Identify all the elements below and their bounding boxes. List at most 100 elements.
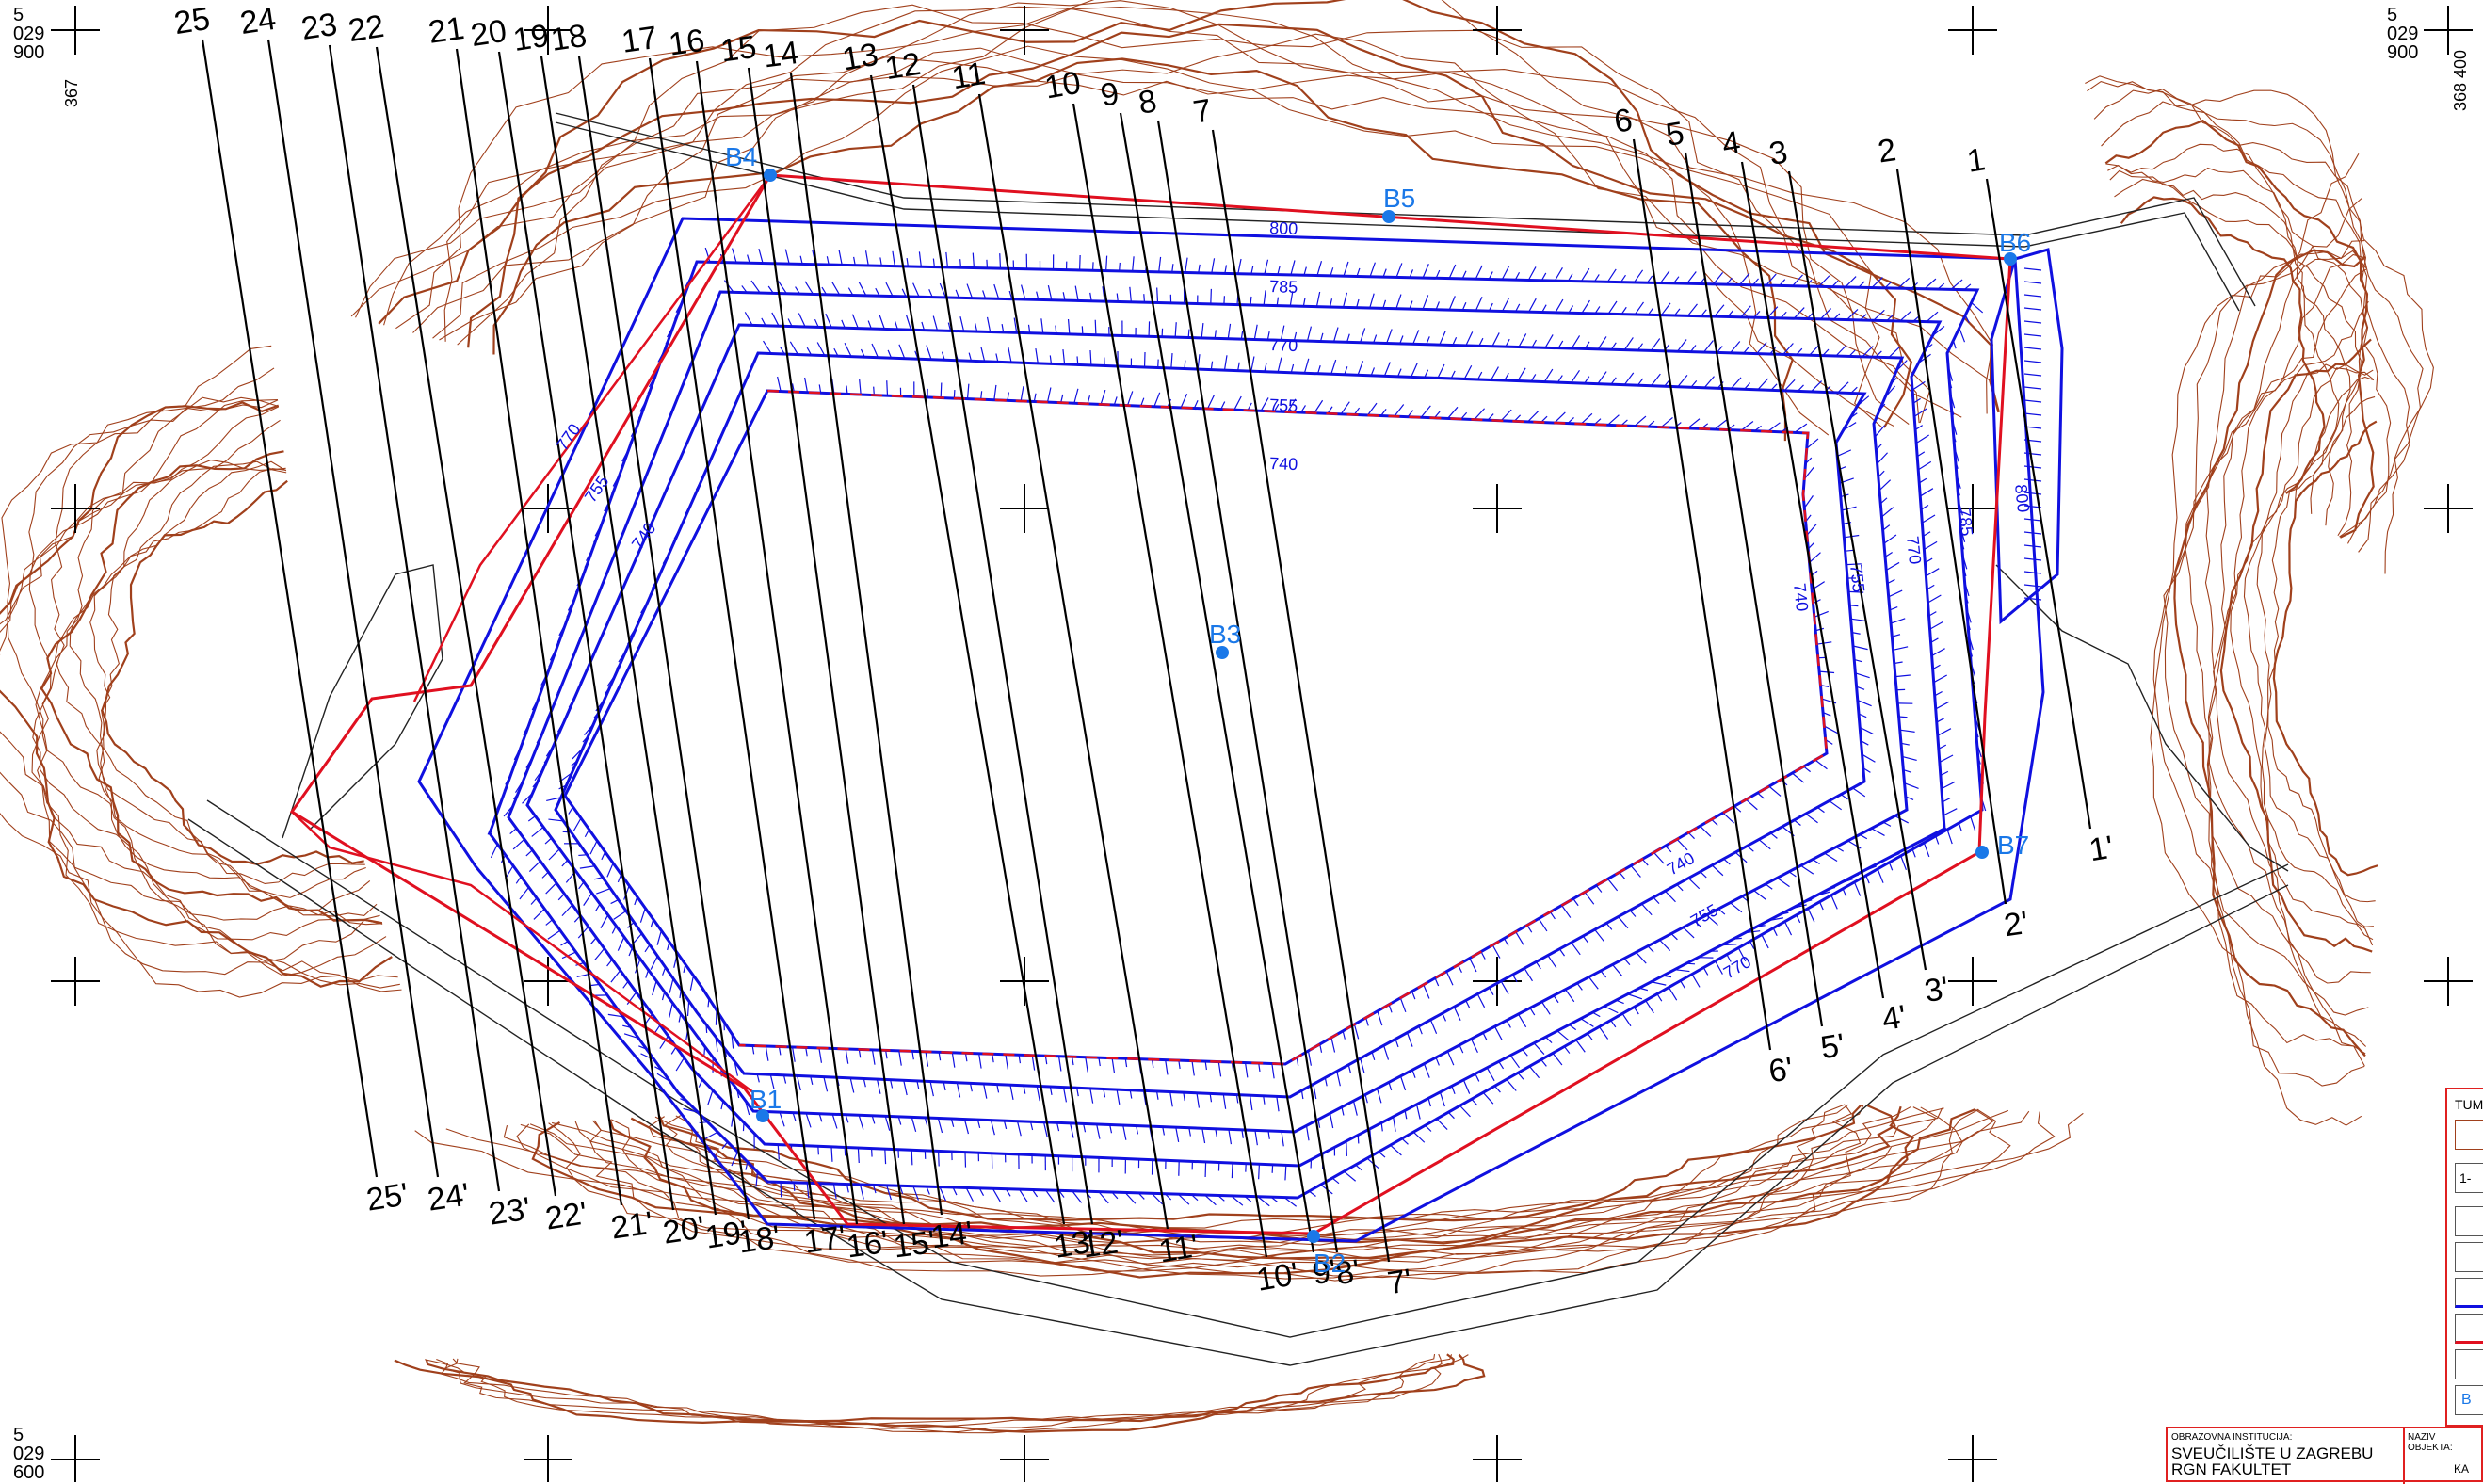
slope-hachure <box>1642 859 1648 865</box>
slope-hachure <box>1639 988 1648 990</box>
slope-hachure <box>1889 347 1900 357</box>
slope-hachure <box>1959 823 1961 831</box>
slope-hachure <box>1006 1055 1008 1070</box>
slope-hachure <box>1423 264 1428 278</box>
coord-line: 029 <box>13 24 44 43</box>
slope-hachure <box>1661 303 1670 315</box>
profile-line-14 <box>791 73 942 1215</box>
profile-start-label: 25 <box>171 1 212 41</box>
slope-hachure <box>1440 1092 1444 1106</box>
slope-hachure <box>1851 619 1866 621</box>
slope-hachure <box>669 978 673 993</box>
slope-hachure <box>2024 374 2041 376</box>
contour-line <box>33 407 382 940</box>
slope-hachure <box>1542 1002 1551 1014</box>
slope-hachure <box>1470 959 1476 972</box>
slope-hachure <box>778 1145 779 1160</box>
slope-hachure <box>1759 840 1770 849</box>
slope-hachure <box>1900 311 1911 321</box>
slope-hachure <box>1424 985 1429 999</box>
slope-hachure <box>1635 302 1643 315</box>
slope-hachure <box>1197 1093 1199 1108</box>
slope-hachure <box>1325 1077 1327 1086</box>
slope-hachure <box>919 251 921 266</box>
slope-hachure <box>913 283 920 298</box>
profile-end-label: 10' <box>1254 1256 1301 1298</box>
slope-hachure <box>1449 296 1455 310</box>
slope-hachure <box>1927 312 1938 321</box>
slope-hachure <box>1653 852 1664 863</box>
profile-start-label: 3 <box>1766 134 1790 172</box>
slope-hachure <box>1813 860 1820 864</box>
slope-hachure <box>2024 387 2041 389</box>
slope-hachure <box>1819 671 1834 672</box>
profile-start-label: 6 <box>1612 102 1635 139</box>
slope-hachure <box>968 384 969 399</box>
slope-hachure <box>973 253 974 268</box>
slope-hachure <box>1553 1053 1562 1065</box>
slope-hachure <box>858 1148 859 1163</box>
slope-hachure <box>1048 285 1052 300</box>
slope-hachure <box>1037 1086 1040 1101</box>
slope-hachure <box>1619 917 1628 928</box>
slope-hachure <box>680 990 681 998</box>
slope-hachure <box>1448 1112 1454 1118</box>
slope-hachure <box>596 889 610 894</box>
slope-hachure <box>1926 569 1939 576</box>
slope-hachure <box>1443 1013 1446 1021</box>
slope-hachure <box>1459 1045 1463 1053</box>
slope-hachure <box>1585 892 1594 904</box>
slope-hachure <box>529 861 540 871</box>
slope-hachure <box>1301 1090 1302 1099</box>
slope-hachure <box>563 831 572 832</box>
contour-line <box>2107 166 2361 526</box>
slope-hachure <box>1661 271 1669 283</box>
slope-hachure <box>859 1115 863 1129</box>
slope-hachure <box>1811 381 1821 392</box>
slope-hachure <box>1071 1123 1073 1138</box>
slope-hachure <box>832 1114 837 1128</box>
slope-hachure <box>1527 926 1532 933</box>
slope-hachure <box>618 937 624 951</box>
slope-hachure <box>1394 1117 1395 1132</box>
slope-hachure <box>595 948 605 960</box>
slope-hachure <box>1810 553 1821 563</box>
elevation-label: 800 <box>2011 483 2033 513</box>
slope-hachure <box>548 930 560 939</box>
profile-start-label: 24 <box>237 1 278 41</box>
slope-hachure <box>1825 853 1838 862</box>
profile-start-label: 7 <box>1191 92 1215 130</box>
slope-hachure <box>1669 988 1676 1001</box>
slope-hachure <box>952 1053 954 1068</box>
slope-hachure <box>1628 994 1642 999</box>
slope-hachure <box>1758 379 1768 390</box>
slope-hachure <box>1379 1152 1385 1157</box>
elevation-label: 755 <box>1687 900 1721 930</box>
slope-hachure <box>646 970 649 978</box>
slope-hachure <box>1412 1070 1415 1077</box>
terrain-contours <box>0 0 2433 1433</box>
slope-hachure <box>1342 1107 1344 1116</box>
slope-hachure <box>1797 915 1800 923</box>
elevation-label: 770 <box>1903 535 1925 565</box>
slope-hachure <box>1492 945 1500 959</box>
contour-line <box>457 1354 1435 1432</box>
slope-hachure <box>1176 1127 1179 1142</box>
benchmark-label: B1 <box>750 1085 782 1114</box>
elevation-label: 770 <box>553 420 585 454</box>
slope-hachure <box>1022 285 1025 299</box>
slope-hachure <box>1853 646 1868 650</box>
slope-hachure <box>1063 349 1065 364</box>
contour-line <box>468 24 1911 427</box>
slope-hachure <box>1912 381 1925 390</box>
slope-hachure <box>1703 968 1707 976</box>
slope-hachure <box>966 1187 973 1201</box>
slope-hachure <box>1229 1129 1232 1144</box>
elevation-labels: 8007857707557407707557407407557707858007… <box>553 218 2033 982</box>
slope-hachure <box>1501 410 1511 421</box>
contour-line <box>2274 422 2378 876</box>
slope-hachure <box>1348 1065 1350 1073</box>
slope-hachure <box>1448 1052 1454 1066</box>
slope-hachure <box>1554 995 1558 1002</box>
slope-hachure <box>1308 1051 1311 1066</box>
